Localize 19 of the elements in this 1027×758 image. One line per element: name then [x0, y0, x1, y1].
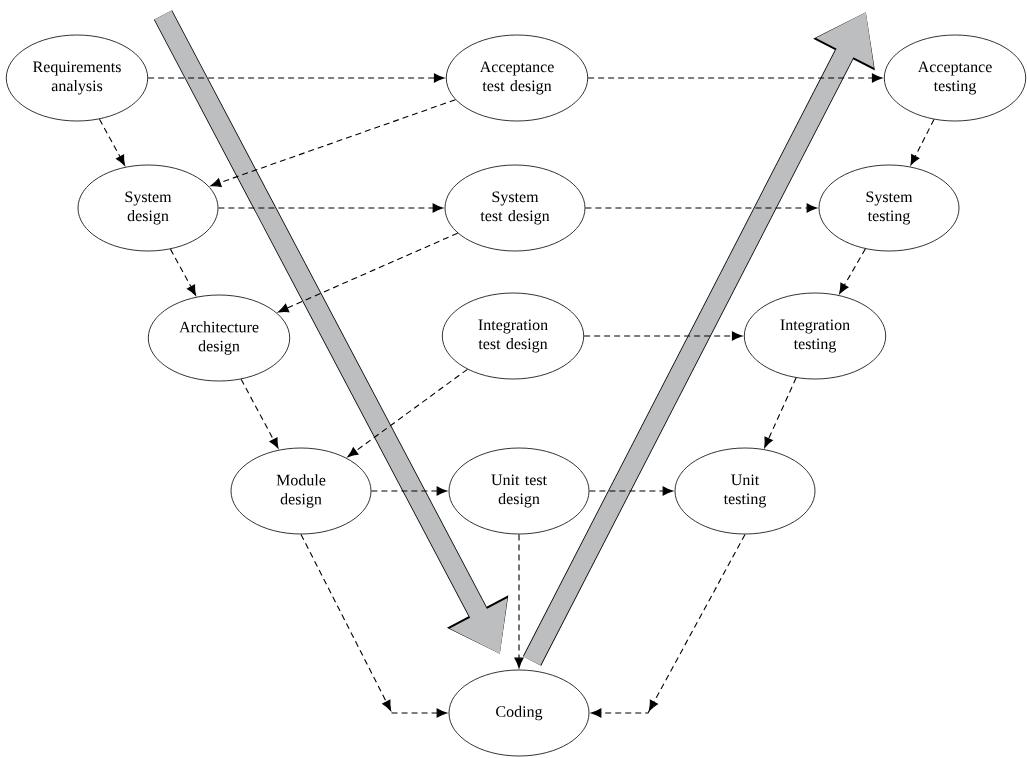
arrow: [587, 73, 883, 83]
arrow: [514, 533, 524, 669]
arrow: [839, 248, 866, 294]
arrow: [347, 368, 468, 458]
arrow: [240, 378, 279, 449]
arrow: [584, 203, 818, 213]
arrow: [147, 73, 445, 83]
arrow: [278, 232, 459, 313]
arrow: [764, 377, 797, 448]
arrow: [910, 118, 935, 166]
arrow: [370, 486, 448, 496]
arrow: [590, 533, 746, 718]
arrow: [98, 118, 126, 166]
arrow: [583, 331, 743, 341]
arrow: [169, 248, 197, 296]
arrow: [210, 99, 456, 187]
arrow: [588, 486, 674, 496]
arrow: [217, 203, 444, 213]
arrow: [300, 533, 448, 718]
